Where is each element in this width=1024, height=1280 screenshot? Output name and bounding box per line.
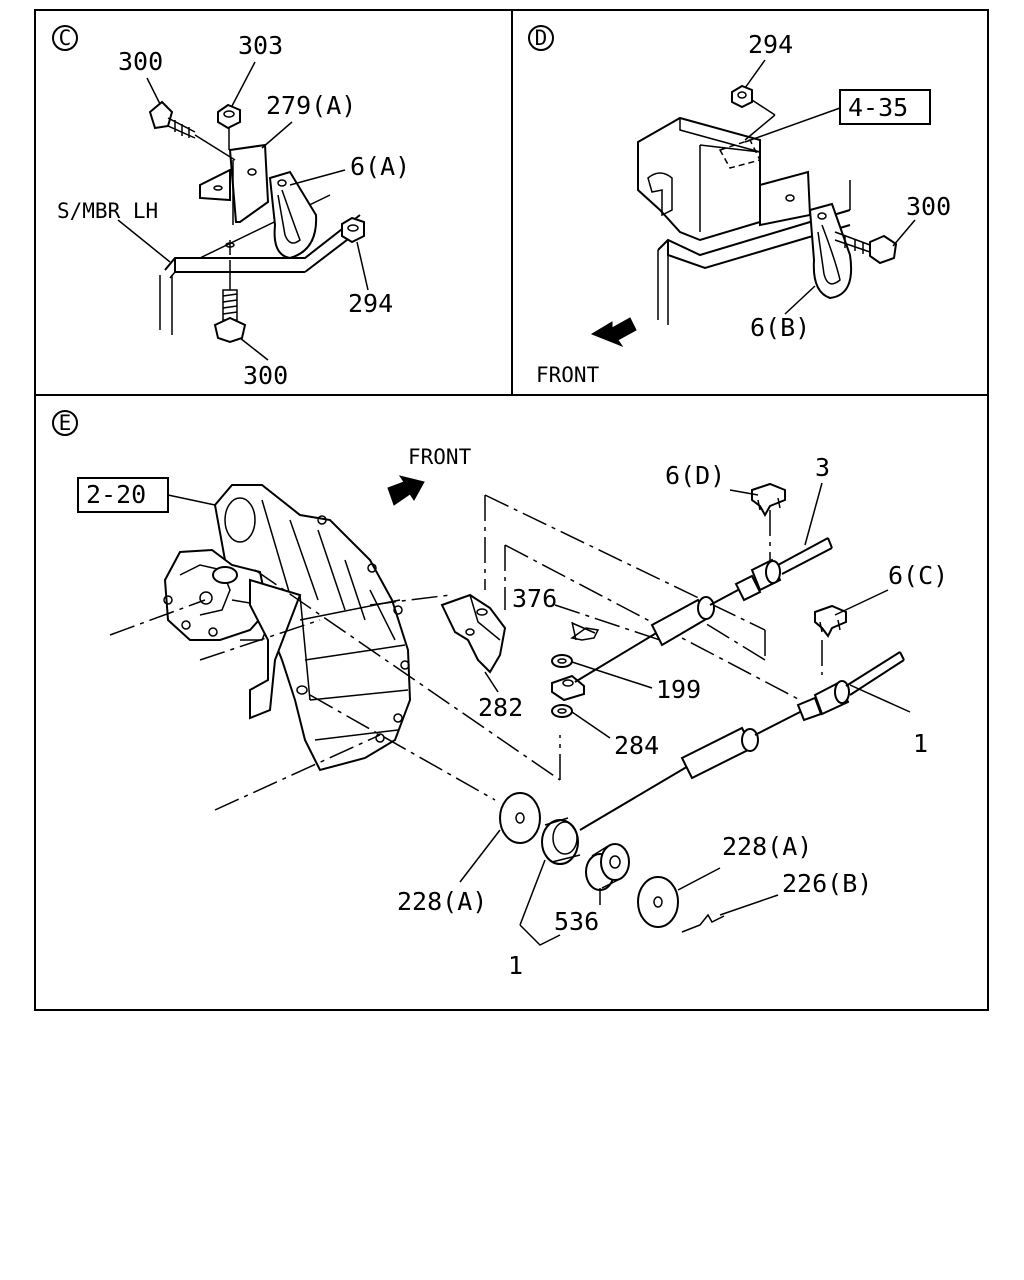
- cable-3: [574, 537, 833, 683]
- bushing-536: [585, 843, 630, 891]
- box-bracket: [637, 116, 812, 242]
- label-cable-1: 1: [913, 729, 928, 758]
- label-ref-4-35: 4-35: [848, 93, 908, 122]
- clip-6d: [751, 482, 786, 518]
- panel-frames: [34, 9, 989, 1011]
- panel-d-letter: D: [535, 26, 548, 50]
- nut-294-hint: [718, 139, 762, 169]
- clip-6a: [268, 170, 318, 260]
- front-arrow-d: [590, 317, 637, 348]
- grommet-536: [541, 817, 581, 865]
- label-clip-6d: 6(D): [665, 461, 725, 490]
- clip-6b: [808, 202, 852, 300]
- panel-d: D: [528, 25, 951, 387]
- panel-c: C: [52, 25, 410, 390]
- label-pin-376: 376: [512, 584, 557, 613]
- label-nut-294-d: 294: [748, 30, 793, 59]
- panel-c-marker: C: [52, 25, 78, 51]
- label-front-e: FRONT: [408, 445, 472, 469]
- panel-d-marker: D: [528, 25, 554, 51]
- bolt-300-bottom: [213, 260, 247, 344]
- label-clip-6a: 6(A): [350, 152, 410, 181]
- pin-226b: [681, 913, 725, 933]
- bracket-282: [440, 593, 507, 674]
- nut-303: [217, 103, 241, 150]
- label-bolt-300-top: 300: [118, 47, 163, 76]
- label-bolt-300-bottom: 300: [243, 361, 288, 390]
- label-clip-6b: 6(B): [750, 313, 810, 342]
- label-clip-6c: 6(C): [888, 561, 948, 590]
- label-nut-303: 303: [238, 31, 283, 60]
- ref-box-4-35: [839, 89, 931, 125]
- cushion-228a-left: [499, 792, 541, 844]
- bracket-279a: [199, 143, 270, 225]
- panel-e-marker: E: [52, 410, 78, 436]
- panel-d-leaders: [744, 59, 916, 315]
- panel-e: E: [52, 410, 948, 980]
- side-member-lh: [159, 194, 361, 335]
- label-washer-284: 284: [614, 731, 659, 760]
- label-pin-226b: 226(B): [782, 869, 872, 898]
- label-cushion-228a-right: 228(A): [722, 832, 812, 861]
- label-bracket-279a: 279(A): [266, 91, 356, 120]
- front-arrow-e: [387, 475, 425, 506]
- panel-e-leaders: [459, 482, 911, 946]
- label-cable-3: 3: [815, 453, 830, 482]
- label-cushion-228a-left: 228(A): [397, 887, 487, 916]
- housing-bracket: [249, 578, 311, 720]
- clip-6c: [814, 604, 847, 638]
- label-grommet-536: 536: [554, 907, 599, 936]
- pin-376: [570, 621, 600, 641]
- label-bracket-282: 282: [478, 693, 523, 722]
- nut-294: [731, 84, 776, 141]
- label-washer-199: 199: [656, 675, 701, 704]
- panel-e-letter: E: [59, 411, 72, 435]
- label-ref-2-20: 2-20: [86, 480, 146, 509]
- bolt-300-d: [834, 231, 898, 265]
- cushion-228a-right: [637, 876, 679, 928]
- label-front-d: FRONT: [536, 363, 600, 387]
- ref-box-2-20: [77, 477, 216, 513]
- cable-1: [579, 651, 905, 831]
- panel-c-leaders: [117, 61, 369, 361]
- label-nut-294-side: 294: [348, 289, 393, 318]
- frame-member: [657, 180, 851, 325]
- phantom-lines: [109, 494, 823, 811]
- nut-294-side: [341, 216, 365, 244]
- label-bolt-300-d: 300: [906, 192, 951, 221]
- panel-c-letter: C: [59, 26, 72, 50]
- label-side-member: S/MBR LH: [57, 199, 158, 223]
- label-cable-1-bottom: 1: [508, 951, 523, 980]
